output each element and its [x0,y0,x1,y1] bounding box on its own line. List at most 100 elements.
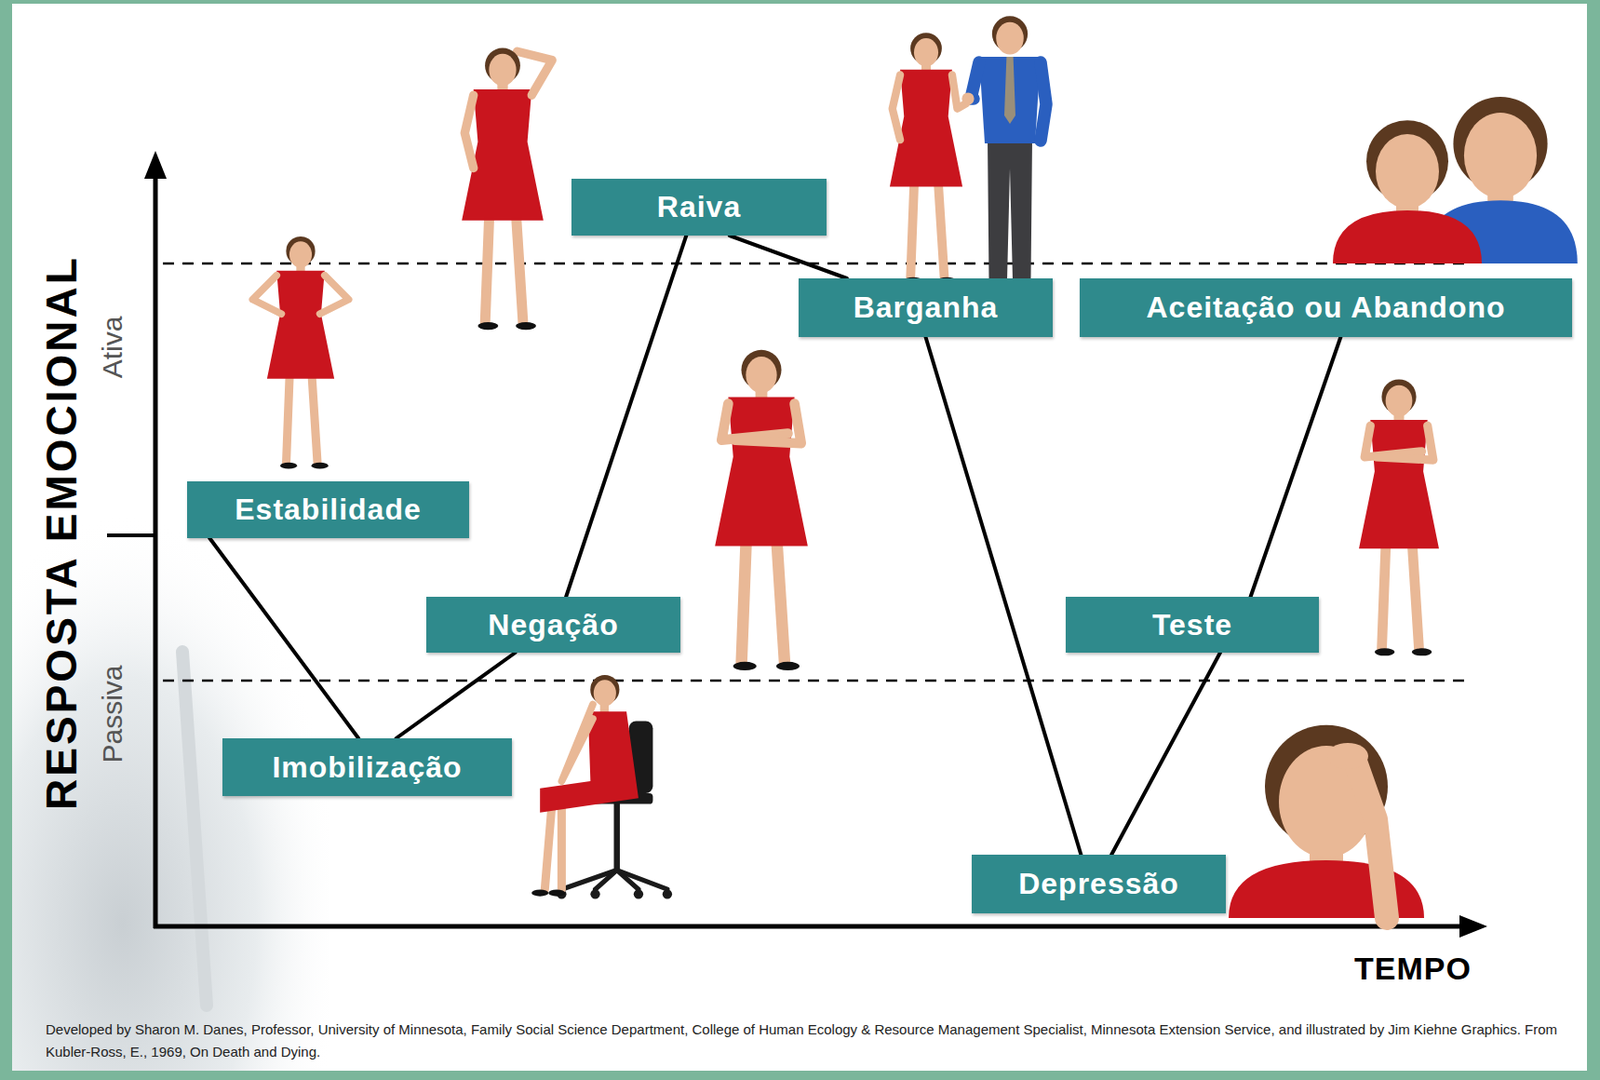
axis-arrowhead [1459,914,1488,938]
woman-figure [735,403,802,444]
woman-figure [914,38,939,68]
woman-figure [484,208,490,323]
woman-figure [892,74,901,140]
x-axis [153,924,1473,929]
woman-figure [488,53,516,86]
axis-arrowhead [144,150,167,179]
sad-woman-portrait [1354,758,1387,918]
woman-figure [1375,425,1433,460]
axis-pole-label: Ativa [96,316,129,379]
axis-text: Passiva [96,664,128,763]
woman-figure [776,532,785,662]
axis-text: TEMPO [1354,950,1472,986]
woman-figure [1364,425,1422,458]
seated-woman-figure [561,870,617,890]
stage-label: Raiva [657,189,741,225]
stage-label: Estabilidade [234,492,422,527]
woman-figure [938,175,945,278]
stage-box: Negação [426,596,681,653]
axis-tick [107,533,156,538]
axis-pole-label: Passiva [96,664,129,763]
woman-figure [714,396,808,546]
woman-figure [741,532,747,662]
seated-woman-figure [531,888,549,896]
seated-woman-figure [544,802,552,889]
y-axis-title: RESPOSTA EMOCIONAL [36,255,87,810]
stage-box: Estabilidade [187,481,470,538]
woman-figure [252,275,282,314]
woman-figure [714,349,808,671]
sad-woman-portrait [1228,725,1425,918]
dashed-level-line [162,679,1469,683]
woman-figure [311,462,329,470]
stage-box: Aceitação ou Abandono [1079,278,1573,337]
curve-segment [565,235,686,597]
woman-figure [910,175,915,278]
man-figure [979,56,1041,144]
man-figure [1004,56,1016,124]
woman-figure [515,208,524,323]
woman-figure [952,74,967,108]
curve-segment [1111,652,1221,855]
stage-box: Teste [1065,596,1319,653]
woman-figure [1411,647,1432,656]
woman-figure [252,236,349,470]
curve-segment [729,235,848,279]
woman-figure [311,368,318,463]
curve-segment [396,652,516,739]
seated-woman-figure [614,802,620,870]
seated-woman-figure [557,802,566,889]
stage-box: Barganha [798,278,1053,337]
woman-figure [1358,419,1439,549]
woman-figure [477,322,498,330]
woman-figure [286,368,291,463]
man-portrait [1464,112,1537,199]
woman-figure [889,32,967,284]
woman-figure [267,270,335,379]
man-figure [961,15,1047,287]
woman-figure [745,356,777,393]
stage-label: Teste [1152,607,1233,643]
woman-figure [289,241,312,268]
woman-figure [461,89,544,221]
stage-label: Barganha [853,290,999,325]
seated-woman-figure [593,679,617,706]
woman-portrait [1332,210,1482,264]
stage-box: Raiva [571,178,827,236]
seated-woman-figure [633,888,644,899]
y-axis [153,165,159,928]
woman-figure [1382,537,1387,649]
sad-woman-portrait [1327,742,1369,769]
woman-figure [464,94,473,168]
woman-figure [721,403,788,441]
seated-woman-figure [662,888,673,899]
source-caption: Developed by Sharon M. Danes, Professor,… [45,1018,1573,1063]
page-ground [12,3,1587,1071]
curve-segment [209,537,359,739]
woman-figure [517,51,553,95]
man-figure [1040,62,1047,141]
woman-figure [280,462,297,470]
curve-segment [926,336,1082,855]
man-figure [987,137,1033,281]
seated-woman-figure [590,888,600,899]
woman-figure [1411,537,1420,649]
woman-figure [1374,647,1395,656]
woman-figure [733,661,757,671]
seated-woman-figure [531,674,673,899]
woman-figure [461,47,552,330]
woman-figure [776,661,800,671]
stage-label: Depressão [1018,866,1180,901]
seated-woman-figure [561,704,593,782]
stage-label: Aceitação ou Abandono [1145,290,1506,325]
stage-label: Imobilização [271,750,462,785]
seated-woman-figure [595,870,618,890]
man-figure [970,62,980,99]
woman-portrait [1375,134,1439,209]
pen-shape [182,651,207,1006]
x-axis-title: TEMPO [1354,950,1472,987]
axis-text: Ativa [96,316,128,379]
